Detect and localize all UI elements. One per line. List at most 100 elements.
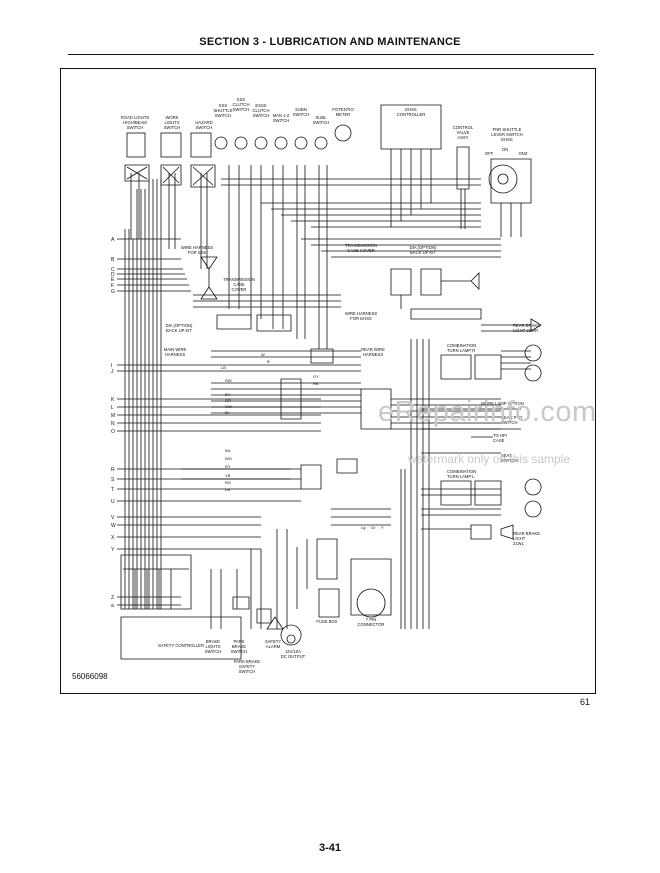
left-letter: V: [111, 515, 115, 521]
wire-code-labels: W B RW BY GR GW Br WL WG RY YB RG Lw GY …: [221, 352, 384, 530]
svg-text:SWITCH: SWITCH: [501, 420, 518, 425]
svg-text:BACK UP KIT: BACK UP KIT: [166, 328, 192, 333]
svg-text:BRAKE: BRAKE: [232, 644, 246, 649]
svg-text:SSS: SSS: [237, 97, 246, 102]
left-letter: T: [111, 487, 114, 493]
svg-text:Lg: Lg: [361, 525, 365, 530]
svg-text:FUSE BOX: FUSE BOX: [316, 619, 337, 624]
svg-text:EHSS: EHSS: [405, 107, 417, 112]
svg-text:REAR PTO: REAR PTO: [501, 415, 523, 420]
svg-text:SWITCH: SWITCH: [205, 649, 222, 654]
svg-text:SAFETY: SAFETY: [239, 664, 255, 669]
svg-text:SWITCH: SWITCH: [253, 113, 270, 118]
svg-text:FOR SSS: FOR SSS: [188, 250, 207, 255]
wiring-diagram-svg: A B C D E F G I J K L M N O R S T U V W …: [111, 97, 542, 674]
left-letter: N: [111, 421, 115, 427]
svg-text:CLUTCH: CLUTCH: [233, 102, 250, 107]
left-letter: K: [111, 397, 115, 403]
svg-text:ASSY: ASSY: [457, 135, 468, 140]
svg-text:METER: METER: [336, 112, 351, 117]
svg-text:CONNECTOR: CONNECTOR: [358, 622, 385, 627]
header-rule: [68, 54, 594, 55]
svg-text:TURN LAMP R: TURN LAMP R: [447, 348, 475, 353]
svg-text:SHUTTLE: SHUTTLE: [213, 108, 232, 113]
svg-text:LB: LB: [221, 365, 226, 370]
svg-text:WL: WL: [225, 448, 232, 453]
svg-text:ROAD LIGHTS: ROAD LIGHTS: [121, 115, 150, 120]
svg-text:SWITCH: SWITCH: [164, 125, 181, 130]
svg-text:RW: RW: [225, 378, 232, 383]
left-letter: J: [111, 369, 114, 375]
svg-text:REAR BRAKE: REAR BRAKE: [513, 531, 540, 536]
left-letter: O: [111, 429, 115, 435]
svg-text:CASE COVER: CASE COVER: [347, 248, 374, 253]
svg-text:PARK BRAKE: PARK BRAKE: [234, 659, 261, 664]
left-letter: R: [111, 467, 115, 473]
left-letter: Z: [111, 595, 114, 601]
svg-text:12V/10A: 12V/10A: [285, 649, 301, 654]
svg-text:CASE: CASE: [233, 282, 245, 287]
svg-text:FNR SHUTTLE: FNR SHUTTLE: [493, 127, 522, 132]
svg-text:REAR BRAKE: REAR BRAKE: [513, 323, 540, 328]
svg-text:7 PIN: 7 PIN: [366, 617, 376, 622]
figure-number: 61: [580, 697, 591, 707]
svg-text:SWITCH: SWITCH: [313, 120, 330, 125]
svg-text:YB: YB: [225, 473, 231, 478]
svg-text:TRANSMISSION: TRANSMISSION: [345, 243, 377, 248]
left-letter: F: [111, 283, 114, 289]
svg-text:ONZ: ONZ: [519, 151, 528, 156]
wire-lines: [117, 104, 542, 660]
svg-text:LIGHT: LIGHT: [513, 536, 526, 541]
left-letter: a: [111, 603, 114, 609]
svg-text:ESSS: ESSS: [255, 103, 266, 108]
svg-text:OFF: OFF: [485, 151, 494, 156]
left-letter: A: [111, 237, 115, 243]
svg-text:WORK: WORK: [165, 115, 178, 120]
svg-text:LEVER SWITCH: LEVER SWITCH: [491, 132, 522, 137]
svg-text:Lw: Lw: [225, 487, 230, 492]
svg-text:PARK: PARK: [233, 639, 244, 644]
svg-text:COMBINATION: COMBINATION: [447, 469, 476, 474]
watermark-subtext: watermark only on this sample: [408, 452, 571, 466]
svg-text:SUBN: SUBN: [295, 107, 307, 112]
svg-text:DIA (OPTION): DIA (OPTION): [410, 245, 437, 250]
svg-text:SAFETY CONTROLLER: SAFETY CONTROLLER: [158, 643, 204, 648]
left-letter: D: [111, 272, 115, 278]
svg-text:DIA (OPTION): DIA (OPTION): [166, 323, 193, 328]
svg-text:EHSS: EHSS: [501, 137, 513, 142]
svg-text:SWITCH: SWITCH: [501, 458, 518, 463]
svg-text:SWITCH: SWITCH: [231, 649, 248, 654]
svg-text:SWITCH: SWITCH: [233, 107, 250, 112]
svg-text:WORK LAMP OPTION: WORK LAMP OPTION: [481, 401, 524, 406]
top-switch-bodies: [124, 124, 518, 194]
left-letter: E: [111, 277, 115, 283]
page-header: SECTION 3 - LUBRICATION AND MAINTENANCE: [199, 36, 461, 48]
svg-text:SWITCH: SWITCH: [273, 118, 290, 123]
svg-text:POTENTIO: POTENTIO: [332, 107, 354, 112]
svg-text:LIGHTS: LIGHTS: [205, 644, 220, 649]
svg-text:GY: GY: [313, 374, 319, 379]
svg-text:CONTROLLER: CONTROLLER: [397, 112, 426, 117]
svg-text:Gr: Gr: [371, 525, 376, 530]
svg-text:CLUTCH: CLUTCH: [253, 108, 270, 113]
svg-text:ON: ON: [502, 147, 508, 152]
svg-text:CASE: CASE: [493, 438, 505, 443]
svg-text:BRAKE: BRAKE: [206, 639, 220, 644]
svg-text:HIGH/BEAM: HIGH/BEAM: [123, 120, 147, 125]
svg-text:B: B: [267, 359, 270, 364]
wiring-diagram: A B C D E F G I J K L M N O R S T U V W …: [60, 68, 596, 694]
left-letter: X: [111, 535, 115, 541]
left-letter: I: [111, 363, 112, 369]
svg-text:MAN 1-2: MAN 1-2: [273, 113, 290, 118]
svg-text:GR: GR: [225, 398, 231, 403]
left-letter: M: [111, 413, 115, 419]
svg-text:W: W: [261, 352, 265, 357]
svg-text:VALVE: VALVE: [457, 130, 470, 135]
svg-text:SWITCH: SWITCH: [196, 125, 213, 130]
svg-text:MAIN WIRE: MAIN WIRE: [164, 347, 187, 352]
svg-text:BACK UP KIT: BACK UP KIT: [410, 250, 436, 255]
left-letter: W: [111, 523, 116, 529]
svg-text:WIRE HARNESS: WIRE HARNESS: [181, 245, 214, 250]
svg-text:SUBL: SUBL: [316, 115, 328, 120]
svg-text:HARNESS: HARNESS: [363, 352, 383, 357]
